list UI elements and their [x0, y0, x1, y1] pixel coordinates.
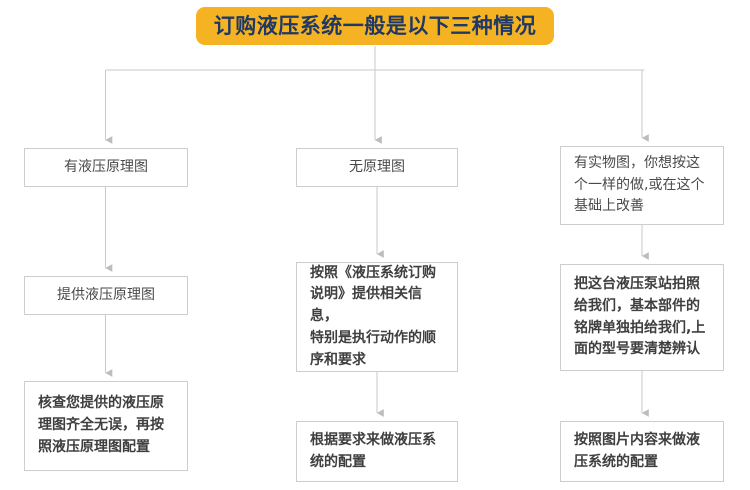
flow-node-label: 无原理图 [349, 158, 405, 175]
flow-node-c2-r1[interactable]: 无原理图 [296, 148, 458, 187]
flow-node-c3-r1[interactable]: 有实物图，你想按这 个一样的做,或在这个 基础上改善 [560, 146, 724, 225]
flow-node-c2-r3[interactable]: 根据要求来做液压系 统的配置 [296, 421, 458, 482]
flow-node-c3-r2[interactable]: 把这台液压泵站拍照 给我们，基本部件的 铭牌单独拍给我们,上 面的型号要清楚辨认 [560, 264, 724, 371]
diagram-title-text: 订购液压系统一般是以下三种情况 [213, 13, 537, 38]
flow-node-label: 把这台液压泵站拍照 给我们，基本部件的 铭牌单独拍给我们,上 面的型号要清楚辨认 [574, 276, 706, 358]
flow-node-label: 按照《液压系统订购 说明》提供相关信息， 特别是执行动作的顺 序和要求 [310, 264, 436, 368]
flow-node-c1-r1[interactable]: 有液压原理图 [24, 148, 188, 187]
flow-node-label: 根据要求来做液压系 统的配置 [310, 431, 436, 470]
flow-node-label: 有实物图，你想按这 个一样的做,或在这个 基础上改善 [574, 154, 705, 215]
diagram-title-banner: 订购液压系统一般是以下三种情况 [196, 7, 554, 45]
flow-node-c1-r3[interactable]: 核查您提供的液压原 理图齐全无误，再按 照液压原理图配置 [24, 381, 188, 471]
flow-node-c3-r3[interactable]: 按照图片内容来做液 压系统的配置 [560, 421, 724, 482]
flow-node-label: 有液压原理图 [64, 158, 148, 175]
flow-node-c1-r2[interactable]: 提供液压原理图 [24, 276, 188, 315]
flow-node-label: 按照图片内容来做液 压系统的配置 [574, 431, 700, 470]
flow-node-label: 核查您提供的液压原 理图齐全无误，再按 照液压原理图配置 [38, 395, 164, 455]
flow-node-label: 提供液压原理图 [57, 286, 155, 303]
flow-node-c2-r2[interactable]: 按照《液压系统订购 说明》提供相关信息， 特别是执行动作的顺 序和要求 [296, 262, 458, 372]
